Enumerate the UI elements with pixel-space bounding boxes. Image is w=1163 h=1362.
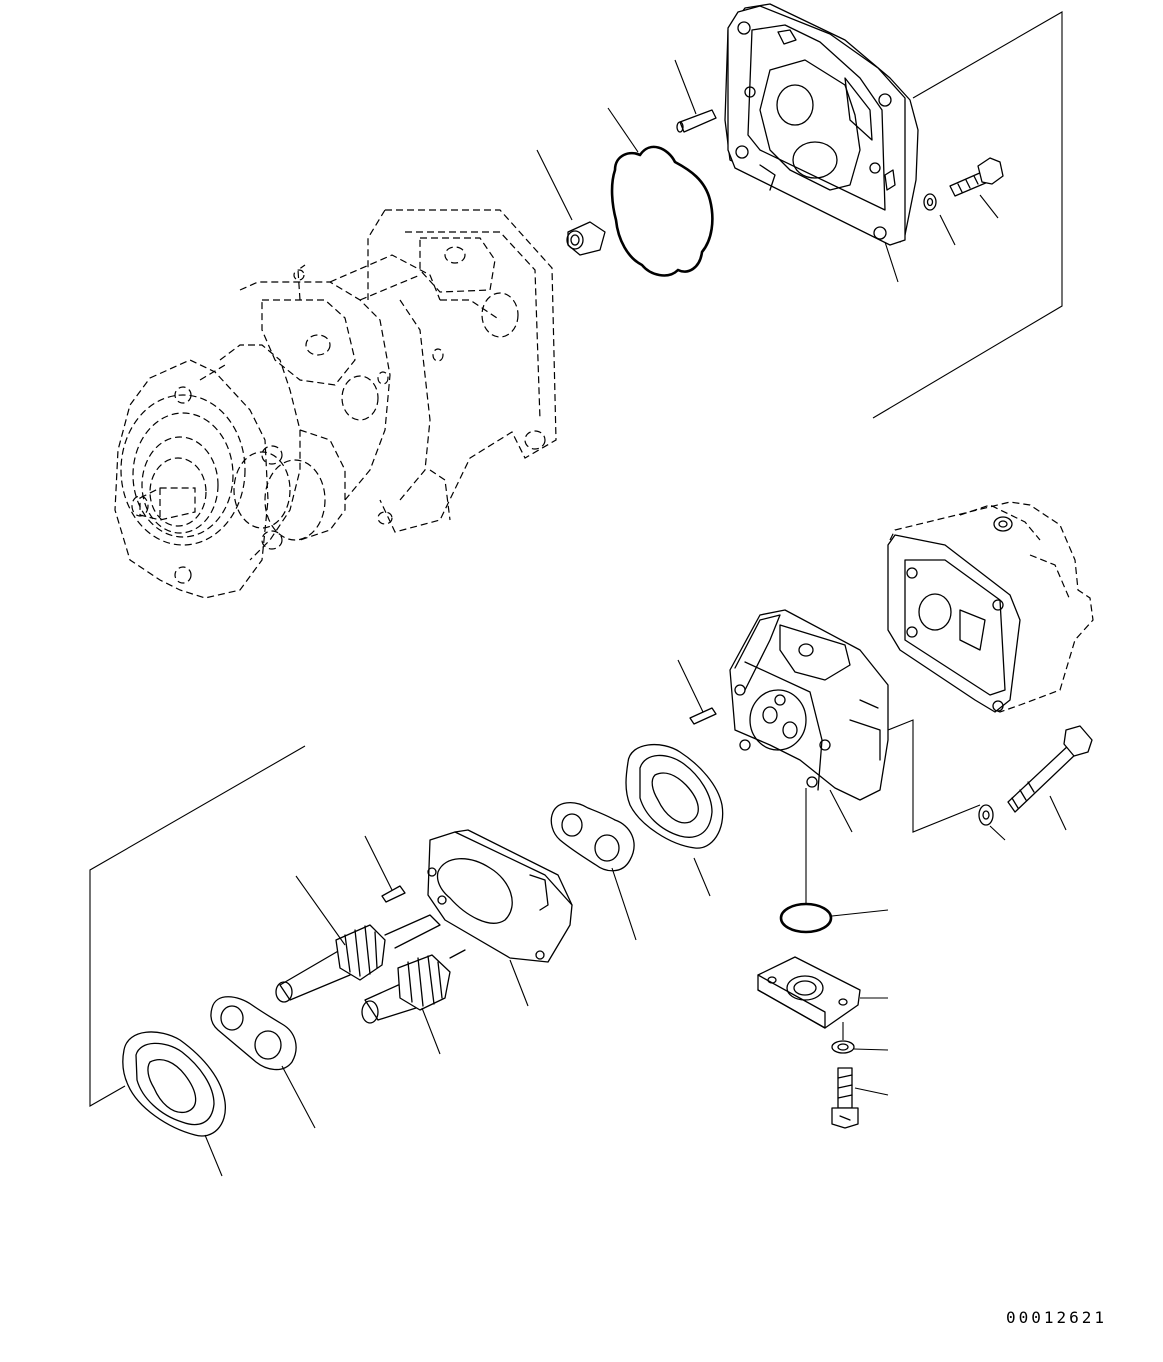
wear-plate-lower (210, 996, 297, 1071)
second-pump-assembly (887, 501, 1094, 713)
top-seal-ring (610, 145, 714, 277)
seal-plate-upper (625, 743, 724, 849)
right-bracket (887, 719, 981, 833)
top-bolt (949, 157, 1004, 197)
lower-group-bracket (89, 745, 306, 1107)
flange-washer (831, 1022, 855, 1054)
right-washer (978, 804, 994, 826)
top-bushing (566, 221, 606, 256)
pump-body (729, 609, 889, 801)
upper-group-bracket (872, 11, 1063, 419)
wear-plate-upper (550, 802, 635, 872)
gear-housing (427, 829, 573, 963)
top-dowel-pin (676, 109, 717, 133)
body-dowel-pin (689, 707, 717, 725)
o-ring (779, 788, 833, 934)
port-flange (757, 956, 861, 1029)
main-pump-assembly (114, 209, 557, 599)
drive-gear-shaft (275, 914, 441, 1003)
top-washer (923, 193, 937, 211)
drawing-number: 00012621 (1005, 1308, 1107, 1327)
flange-bolt (831, 1067, 859, 1129)
housing-dowel-pin (381, 885, 406, 903)
long-bolt (1007, 725, 1093, 813)
driven-gear (361, 949, 466, 1024)
cover-plate (724, 3, 919, 246)
leader-lines (204, 59, 1067, 1177)
seal-plate-lower (122, 1031, 226, 1137)
